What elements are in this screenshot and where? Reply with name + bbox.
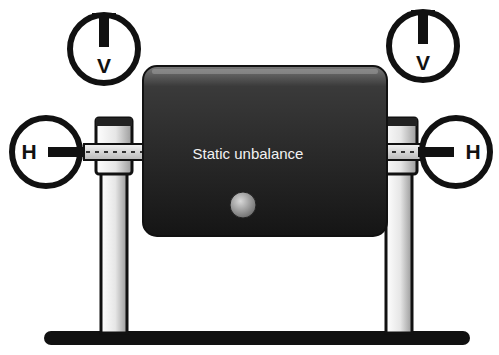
probe-letter: V bbox=[416, 51, 430, 75]
probe-letter: H bbox=[465, 140, 480, 164]
horizontal-probe-circle: H bbox=[8, 114, 84, 190]
vertical-probe-circle: V bbox=[66, 11, 142, 87]
probe-circle-outline bbox=[8, 114, 84, 190]
unbalance-mass bbox=[230, 192, 256, 218]
probe-circle-outline bbox=[418, 114, 494, 190]
rotor-label: Static unbalance bbox=[193, 145, 304, 162]
rotor-cylinder: Static unbalance bbox=[142, 65, 388, 237]
vertical-probe-circle: V bbox=[385, 8, 461, 84]
probe-letter: V bbox=[97, 54, 111, 78]
probe-letter: H bbox=[21, 140, 36, 164]
horizontal-probe-circle: H bbox=[418, 114, 494, 190]
